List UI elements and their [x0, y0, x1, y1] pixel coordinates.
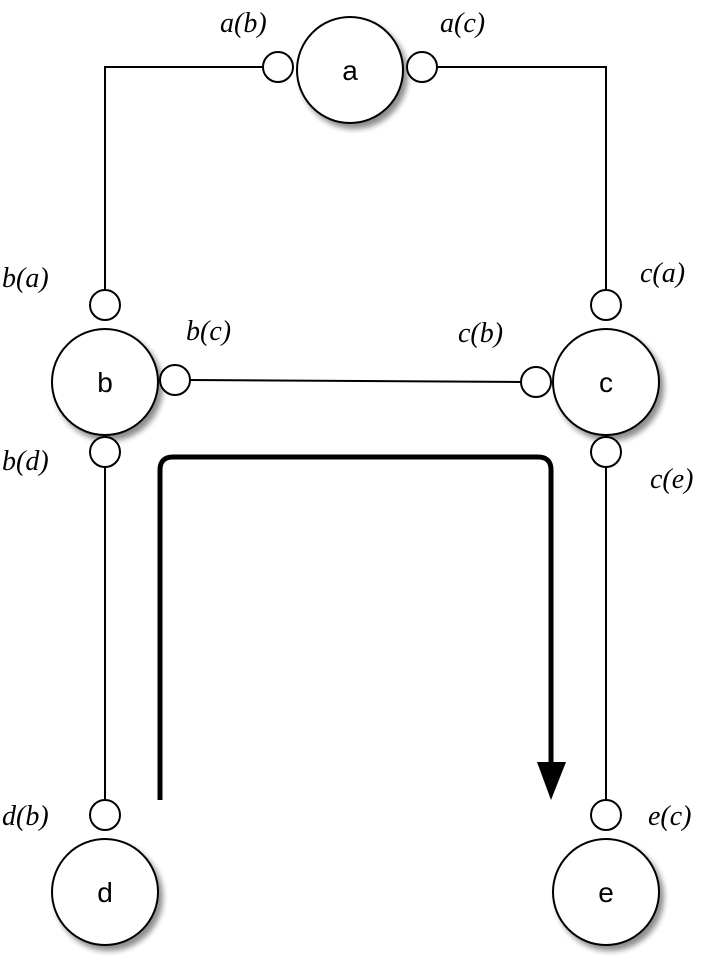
ports [89, 51, 622, 831]
edge-b-c [189, 379, 522, 383]
port-label-b-c: b(c) [186, 316, 231, 347]
flow-path [157, 454, 554, 800]
port-b-a [89, 289, 121, 321]
port-label-a-c: a(c) [440, 8, 485, 39]
port-label-c-a: c(a) [640, 258, 685, 289]
node-a: a [296, 16, 404, 124]
node-c-label: c [599, 367, 613, 398]
arrowhead-icon [537, 762, 566, 800]
edges [104, 66, 607, 800]
port-b-d [89, 436, 121, 468]
port-d-b [89, 799, 121, 831]
port-a-b [262, 51, 294, 83]
port-label-c-b: c(b) [458, 318, 503, 349]
port-label-c-e: c(e) [650, 464, 694, 495]
port-b-c [159, 364, 191, 396]
node-a-label: a [342, 55, 358, 86]
node-e-label: e [598, 877, 614, 908]
node-b: b [51, 328, 159, 436]
port-c-e [590, 436, 622, 468]
port-c-b [520, 366, 552, 398]
edge-a-c [437, 66, 607, 290]
node-c-circle [552, 328, 660, 436]
node-b-label: b [97, 367, 113, 398]
node-c: c [552, 328, 660, 436]
port-label-a-b: a(b) [220, 8, 267, 39]
port-label-b-a: b(a) [2, 263, 49, 294]
port-labels: a(b) a(c) b(a) b(c) b(d) c(a) c(b) c(e) … [2, 8, 694, 832]
node-a-circle [296, 16, 404, 124]
port-a-c [406, 51, 438, 83]
port-label-e-c: e(c) [648, 801, 692, 832]
node-d-label: d [97, 877, 113, 908]
node-e: e [552, 838, 660, 946]
edge-a-b [104, 66, 263, 290]
node-b-circle [51, 328, 159, 436]
port-c-a [590, 289, 622, 321]
flow-arrow [157, 454, 566, 800]
node-d-circle [51, 838, 159, 946]
node-d: d [51, 838, 159, 946]
node-e-circle [552, 838, 660, 946]
port-label-d-b: d(b) [2, 801, 49, 832]
port-e-c [590, 799, 622, 831]
port-label-b-d: b(d) [2, 446, 49, 477]
